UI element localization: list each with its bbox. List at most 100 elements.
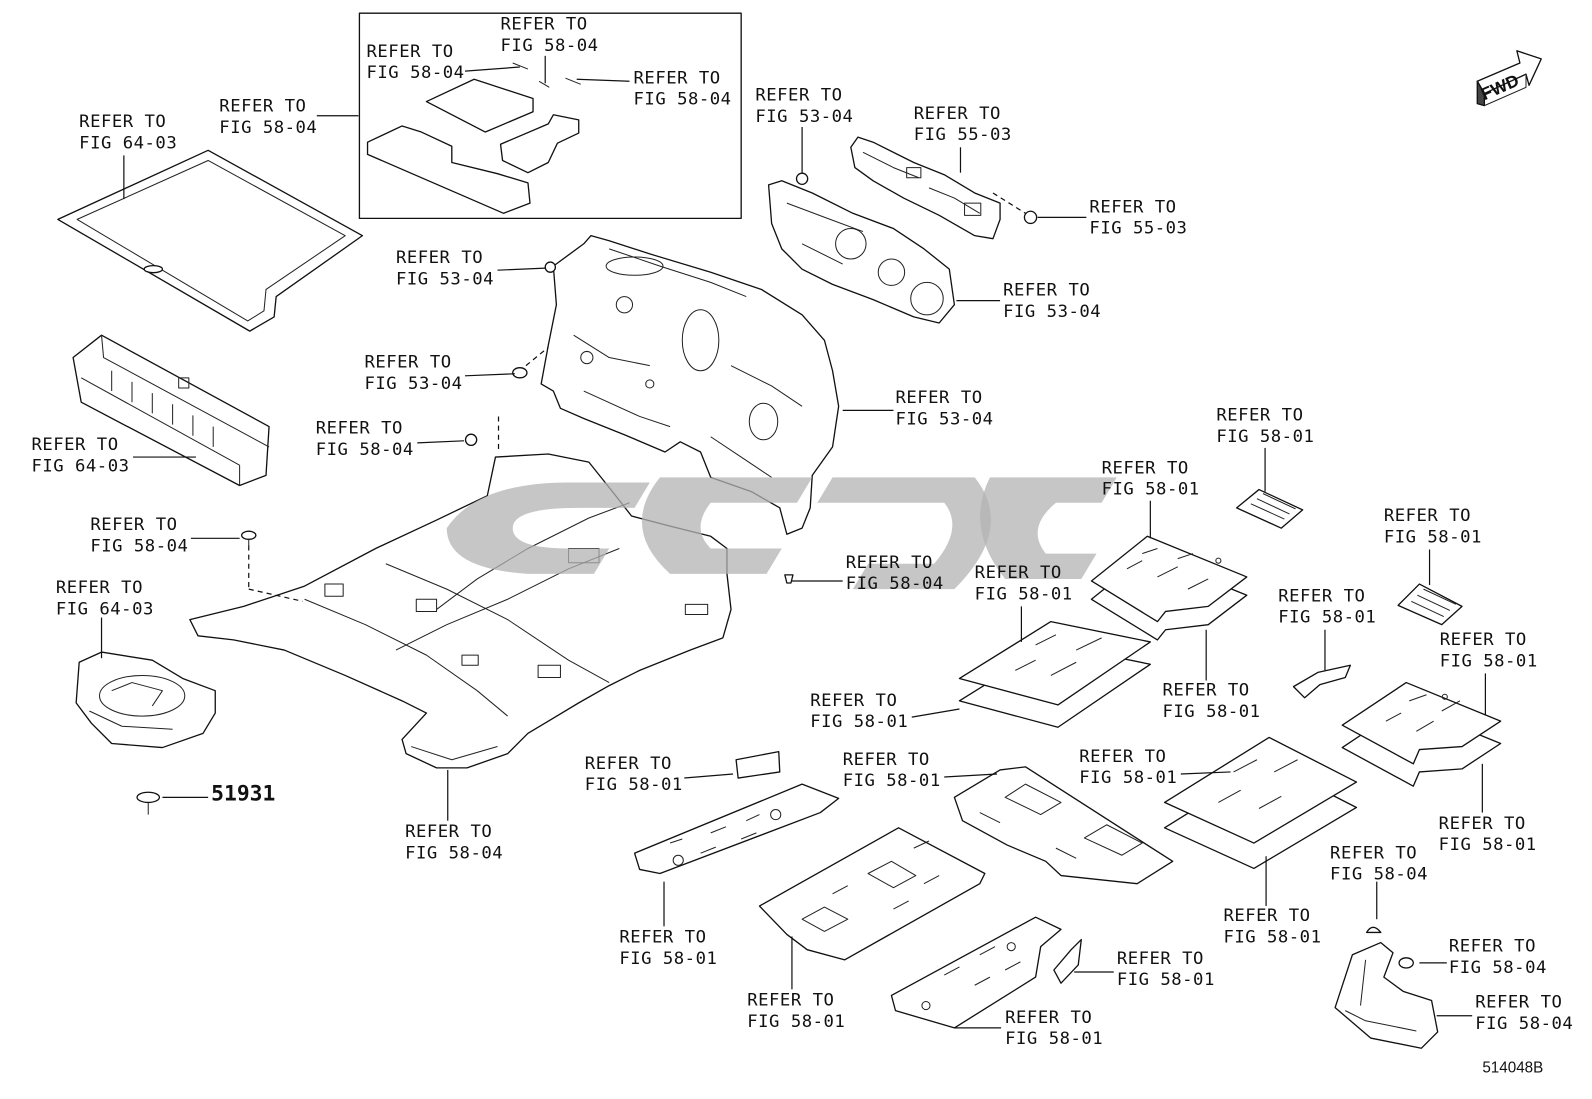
callout-refer-label[interactable]: REFER TO [31,435,118,455]
callout-figure-reference[interactable]: FIG 58-01 [1384,527,1482,547]
callout-figure-reference[interactable]: FIG 58-01 [1102,480,1200,500]
callout-figure-reference[interactable]: FIG 64-03 [56,600,154,620]
callout-figure-reference[interactable]: FIG 53-04 [364,374,462,394]
callout-refer-label[interactable]: REFER TO [896,388,983,408]
callout-figure-reference[interactable]: FIG 58-01 [1005,1029,1103,1049]
callout-refer-label[interactable]: REFER TO [1384,506,1471,526]
callout-figure-reference[interactable]: FIG 58-01 [1117,970,1215,990]
callout-figure-reference[interactable]: FIG 58-01 [1439,835,1537,855]
callout-refer-label[interactable]: REFER TO [1330,843,1417,863]
callout-figure-reference[interactable]: FIG 55-03 [1089,219,1187,239]
callout-refer-label[interactable]: REFER TO [1089,197,1176,217]
callout-refer-label[interactable]: REFER TO [1102,458,1189,478]
callout-figure-reference[interactable]: FIG 58-01 [810,712,908,732]
callout-refer-label[interactable]: REFER TO [585,754,672,774]
callout-refer-label[interactable]: REFER TO [79,112,166,132]
callout-figure-reference[interactable]: FIG 64-03 [31,456,129,476]
callout-figure-reference[interactable]: FIG 64-03 [79,133,177,153]
callout-figure-reference[interactable]: FIG 58-04 [1330,865,1428,885]
callout-refer-label[interactable]: REFER TO [1003,281,1090,301]
callout-refer-label[interactable]: REFER TO [1117,949,1204,969]
callout-refer-label[interactable]: REFER TO [846,553,933,573]
callout-refer-label[interactable]: REFER TO [755,86,842,106]
callout-figure-reference[interactable]: FIG 58-01 [585,775,683,795]
callout-refer-label[interactable]: REFER TO [367,42,454,62]
callout-figure-reference[interactable]: FIG 58-04 [90,537,188,557]
callout-figure-reference[interactable]: FIG 53-04 [396,269,494,289]
callout-refer-label[interactable]: REFER TO [1439,814,1526,834]
callout-figure-reference[interactable]: FIG 58-01 [1223,928,1321,948]
callout-figure-reference[interactable]: FIG 58-04 [846,574,944,594]
callout-figure-reference[interactable]: FIG 58-01 [843,771,941,791]
callout-refer-label[interactable]: REFER TO [396,248,483,268]
callout-figure-reference[interactable]: FIG 58-01 [1440,651,1538,671]
callout-refer-label[interactable]: REFER TO [405,822,492,842]
callout-refer-label[interactable]: REFER TO [1079,747,1166,767]
callout-refer-label[interactable]: REFER TO [1278,586,1365,606]
callout-refer-label[interactable]: REFER TO [90,515,177,535]
callout-refer-label[interactable]: REFER TO [1005,1008,1092,1028]
callout-figure-reference[interactable]: FIG 58-01 [1079,768,1177,788]
callout-figure-reference[interactable]: FIG 58-04 [1449,958,1547,978]
part-number-label[interactable]: 51931 [211,781,275,806]
callout-figure-reference[interactable]: FIG 58-01 [975,584,1073,604]
callout-refer-label[interactable]: REFER TO [634,68,721,88]
callout-refer-label[interactable]: REFER TO [975,563,1062,583]
callout-figure-reference[interactable]: FIG 58-04 [1475,1014,1573,1034]
callout-refer-label[interactable]: REFER TO [1223,906,1310,926]
callout-refer-label[interactable]: REFER TO [364,353,451,373]
callout-figure-reference[interactable]: FIG 58-01 [1163,702,1261,722]
callout-refer-label[interactable]: REFER TO [1475,993,1562,1013]
callout-refer-label[interactable]: REFER TO [1216,406,1303,426]
callout-refer-label[interactable]: REFER TO [619,928,706,948]
callout-refer-label[interactable]: REFER TO [747,991,834,1011]
callout-figure-reference[interactable]: FIG 53-04 [755,107,853,127]
callout-figure-reference[interactable]: FIG 58-04 [316,440,414,460]
callout-refer-label[interactable]: REFER TO [219,97,306,117]
callout-figure-reference[interactable]: FIG 58-01 [747,1012,845,1032]
callout-figure-reference[interactable]: FIG 53-04 [1003,302,1101,322]
callout-refer-label[interactable]: REFER TO [316,419,403,439]
callout-figure-reference[interactable]: FIG 58-04 [634,90,732,110]
callout-refer-label[interactable]: REFER TO [914,104,1001,124]
callout-figure-reference[interactable]: FIG 58-01 [1278,608,1376,628]
callout-refer-label[interactable]: REFER TO [56,578,143,598]
callout-figure-reference[interactable]: FIG 55-03 [914,125,1012,145]
callout-figure-reference[interactable]: FIG 53-04 [896,410,994,430]
callout-refer-label[interactable]: REFER TO [843,750,930,770]
